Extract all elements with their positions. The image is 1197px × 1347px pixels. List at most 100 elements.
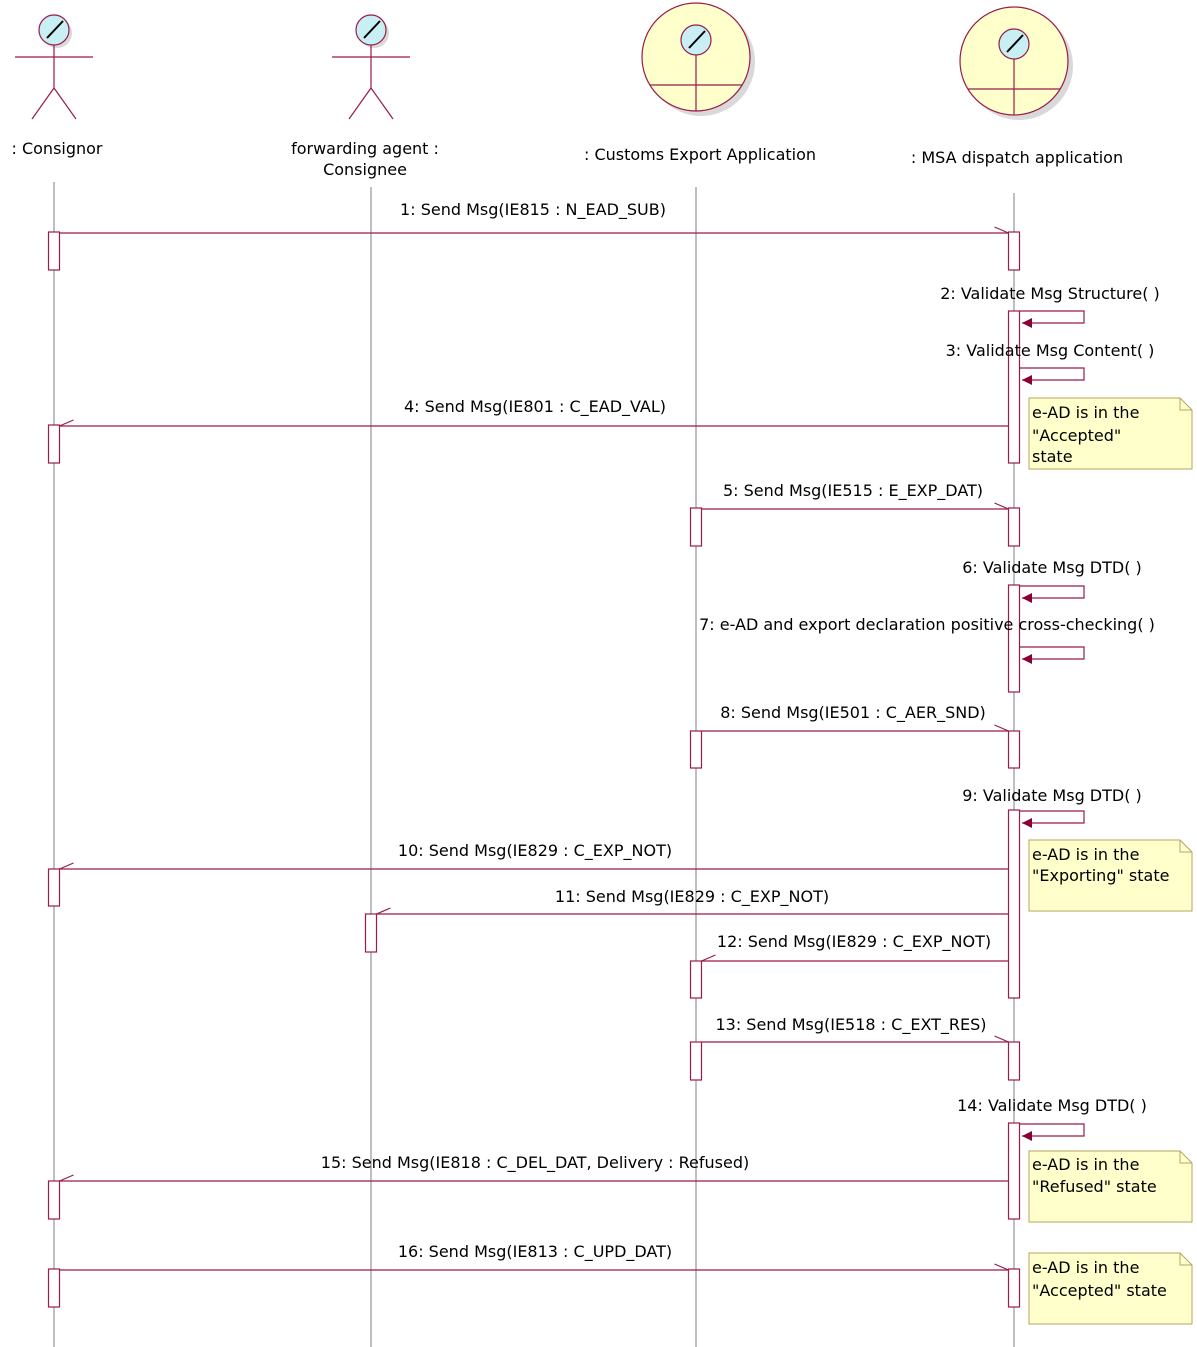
- participant-label: forwarding agent :: [291, 139, 439, 158]
- message-8: 8: Send Msg(IE501 : C_AER_SND): [701, 703, 1009, 732]
- message-arrowhead: [994, 724, 1009, 732]
- message-12: 12: Send Msg(IE829 : C_EXP_NOT): [701, 932, 1009, 962]
- note-text: "Accepted" state: [1032, 1281, 1167, 1300]
- activation-box: [689, 960, 703, 999]
- message-arrowhead: [59, 419, 74, 427]
- self-message-arrow: [1020, 810, 1085, 828]
- self-message-arrow: [1020, 1123, 1085, 1141]
- message-label: 12: Send Msg(IE829 : C_EXP_NOT): [717, 932, 991, 952]
- message-16: 16: Send Msg(IE813 : C_UPD_DAT): [59, 1242, 1009, 1271]
- participant-consignee: forwarding agent : Consignee: [291, 14, 439, 179]
- self-message-arrow: [1020, 646, 1085, 664]
- message-arrowhead: [994, 502, 1009, 510]
- message-label: 6: Validate Msg DTD( ): [962, 558, 1142, 577]
- message-label: 15: Send Msg(IE818 : C_DEL_DAT, Delivery…: [321, 1153, 749, 1173]
- participant-label: Consignee: [323, 160, 407, 179]
- activation-box: [689, 1041, 703, 1081]
- note-fold: [1179, 1151, 1192, 1164]
- message-label: 9: Validate Msg DTD( ): [962, 786, 1142, 805]
- message-10: 10: Send Msg(IE829 : C_EXP_NOT): [59, 841, 1009, 870]
- activation-box: [689, 730, 703, 769]
- note-text: e-AD is in the: [1032, 403, 1139, 422]
- participant-msa: : MSA dispatch application: [911, 6, 1123, 167]
- message-label: 7: e-AD and export declaration positive …: [699, 615, 1155, 634]
- message-13: 13: Send Msg(IE518 : C_EXT_RES): [701, 1015, 1009, 1043]
- message-arrowhead: [701, 954, 716, 962]
- message-label: 3: Validate Msg Content( ): [946, 341, 1155, 360]
- note-box: [1028, 1150, 1193, 1223]
- control-head-mark: [688, 30, 706, 49]
- actor-head-mark: [46, 20, 64, 39]
- message-3: 3: Validate Msg Content( ): [946, 341, 1155, 385]
- message-label: 5: Send Msg(IE515 : E_EXP_DAT): [723, 481, 983, 501]
- activation-box: [1007, 1268, 1021, 1308]
- activation-box: [47, 231, 61, 271]
- actor-right-leg: [370, 87, 394, 120]
- note-fold: [1179, 398, 1192, 411]
- activation-box: [1007, 730, 1021, 769]
- message-label: 11: Send Msg(IE829 : C_EXP_NOT): [555, 887, 829, 907]
- actor-head-mark: [363, 20, 381, 39]
- activation-box: [1007, 1041, 1021, 1081]
- activation-box: [1007, 809, 1021, 999]
- note-refused: e-AD is in the "Refused" state: [1028, 1150, 1193, 1223]
- participant-consignor: : Consignor: [11, 14, 103, 158]
- message-14: 14: Validate Msg DTD( ): [957, 1096, 1147, 1141]
- message-arrowhead: [59, 862, 74, 870]
- actor-right-leg: [53, 87, 77, 120]
- message-arrowhead: [59, 1174, 74, 1182]
- message-2: 2: Validate Msg Structure( ): [940, 284, 1160, 328]
- message-label: 2: Validate Msg Structure( ): [940, 284, 1160, 303]
- note-fold: [1179, 840, 1192, 853]
- message-4: 4: Send Msg(IE801 : C_EAD_VAL): [59, 397, 1009, 427]
- message-arrowhead: [994, 1035, 1009, 1043]
- actor-left-leg: [348, 87, 372, 120]
- note-text: e-AD is in the: [1032, 1155, 1139, 1174]
- activation-box: [1007, 1122, 1021, 1220]
- participant-customs: : Customs Export Application: [584, 2, 816, 164]
- message-arrowhead: [376, 907, 391, 915]
- activation-box: [1007, 584, 1021, 693]
- self-message-arrow: [1020, 310, 1085, 328]
- note-text: "Accepted": [1032, 426, 1121, 445]
- note-fold: [1179, 1253, 1192, 1266]
- message-arrowhead: [994, 226, 1009, 234]
- message-label: 1: Send Msg(IE815 : N_EAD_SUB): [400, 200, 666, 220]
- message-label: 13: Send Msg(IE518 : C_EXT_RES): [715, 1015, 986, 1035]
- activation-box: [47, 424, 61, 464]
- activation-box: [47, 1180, 61, 1220]
- message-7: 7: e-AD and export declaration positive …: [699, 615, 1155, 664]
- message-5: 5: Send Msg(IE515 : E_EXP_DAT): [701, 481, 1009, 510]
- note-text: "Exporting" state: [1032, 866, 1169, 885]
- note-text: e-AD is in the: [1032, 1258, 1139, 1277]
- actor-left-leg: [31, 87, 55, 120]
- note-accepted-2: e-AD is in the "Accepted" state: [1028, 1252, 1193, 1325]
- participant-label: : Consignor: [11, 139, 102, 158]
- activation-box: [47, 1268, 61, 1308]
- participant-label: : Customs Export Application: [584, 145, 816, 164]
- activation-box: [364, 913, 378, 953]
- message-arrowhead: [994, 1263, 1009, 1271]
- activation-box: [689, 507, 703, 547]
- activation-box: [1007, 310, 1021, 464]
- activation-box: [47, 868, 61, 907]
- message-label: 14: Validate Msg DTD( ): [957, 1096, 1147, 1115]
- message-label: 10: Send Msg(IE829 : C_EXP_NOT): [398, 841, 672, 861]
- control-head-mark: [1006, 34, 1024, 53]
- note-box: [1028, 1252, 1193, 1325]
- self-message-arrow: [1020, 585, 1085, 603]
- message-label: 8: Send Msg(IE501 : C_AER_SND): [720, 703, 986, 723]
- message-11: 11: Send Msg(IE829 : C_EXP_NOT): [376, 887, 1009, 915]
- note-exporting: e-AD is in the "Exporting" state: [1028, 839, 1193, 912]
- note-text: state: [1032, 447, 1073, 466]
- note-text: e-AD is in the: [1032, 845, 1139, 864]
- activation-box: [1007, 507, 1021, 547]
- message-15: 15: Send Msg(IE818 : C_DEL_DAT, Delivery…: [59, 1153, 1009, 1182]
- message-1: 1: Send Msg(IE815 : N_EAD_SUB): [59, 200, 1009, 234]
- note-accepted-1: e-AD is in the "Accepted" state: [1028, 397, 1193, 470]
- participant-label: : MSA dispatch application: [911, 148, 1123, 167]
- message-9: 9: Validate Msg DTD( ): [962, 786, 1142, 828]
- note-text: "Refused" state: [1032, 1177, 1157, 1196]
- message-label: 4: Send Msg(IE801 : C_EAD_VAL): [404, 397, 666, 417]
